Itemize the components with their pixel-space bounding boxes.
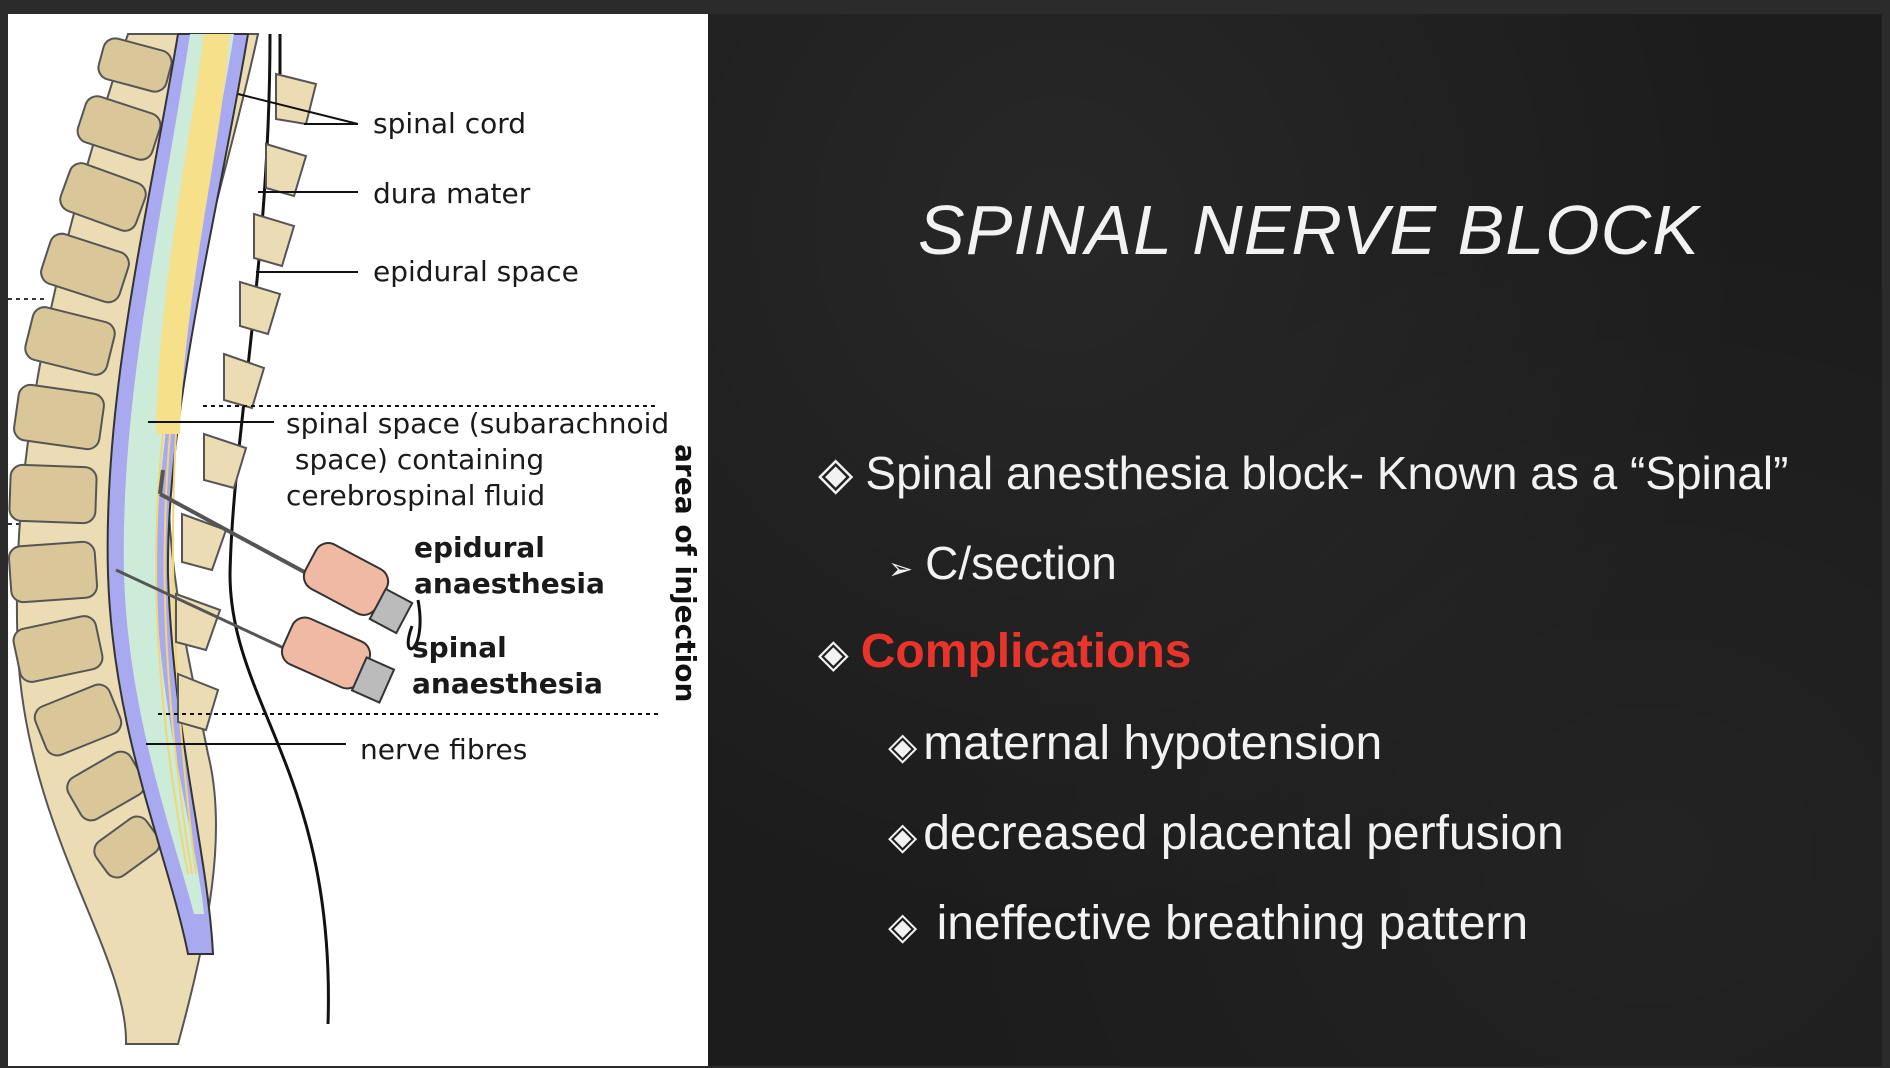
slide-title: SPINAL NERVE BLOCK [918, 191, 1700, 269]
arrow-bullet-icon: ➢ [888, 553, 914, 586]
diamond-bullet-icon: ◈ [818, 632, 849, 676]
label-spinal-space-line1: spinal space (subarachnoid [286, 407, 670, 440]
label-epidural-line2: anaesthesia [414, 567, 605, 600]
label-epidural-space: epidural space [373, 255, 579, 288]
bullet-maternal-hypotension: ◈maternal hypotension [888, 717, 1383, 770]
spine-illustration [8, 33, 658, 1045]
spinal-cord-shape [156, 34, 230, 434]
label-epidural-line1: epidural [414, 531, 545, 564]
bullet-placental-perfusion: ◈decreased placental perfusion [888, 807, 1564, 860]
bullet-complications: ◈Complications [818, 625, 1192, 678]
diamond-bullet-icon: ◈ [818, 447, 854, 499]
nerve-fibres-lines [155, 433, 197, 875]
spinal-syringe [115, 568, 396, 704]
label-spinal-line1: spinal [412, 631, 507, 664]
label-dura-mater: dura mater [373, 177, 531, 210]
diamond-bullet-icon: ◈ [888, 726, 918, 768]
spinal-anatomy-diagram: spinal cord dura mater epidural space sp… [8, 14, 708, 1066]
csf-space [123, 34, 234, 914]
diamond-bullet-icon: ◈ [888, 906, 918, 948]
label-spinal-cord: spinal cord [373, 107, 527, 140]
slide: spinal cord dura mater epidural space sp… [8, 14, 1882, 1066]
bullet-breathing-pattern: ◈ ineffective breathing pattern [888, 897, 1529, 950]
epidural-syringe [158, 469, 422, 651]
label-spinal-space-line2: space) containing [286, 443, 545, 476]
vertebral-bodies [8, 37, 173, 879]
label-nerve-fibres: nerve fibres [360, 733, 528, 766]
label-spinal-line2: anaesthesia [412, 667, 603, 700]
bullet-spinal-block: ◈Spinal anesthesia block- Known as a “Sp… [818, 447, 1789, 499]
bullet-c-section: ➢C/section [888, 537, 1117, 589]
dura-sac [106, 33, 250, 955]
leader-lines [146, 93, 359, 745]
diamond-bullet-icon: ◈ [888, 816, 918, 858]
label-spinal-space-line3: cerebrospinal fluid [286, 479, 546, 512]
text-content-panel: SPINAL NERVE BLOCK ◈Spinal anesthesia bl… [708, 14, 1882, 1066]
